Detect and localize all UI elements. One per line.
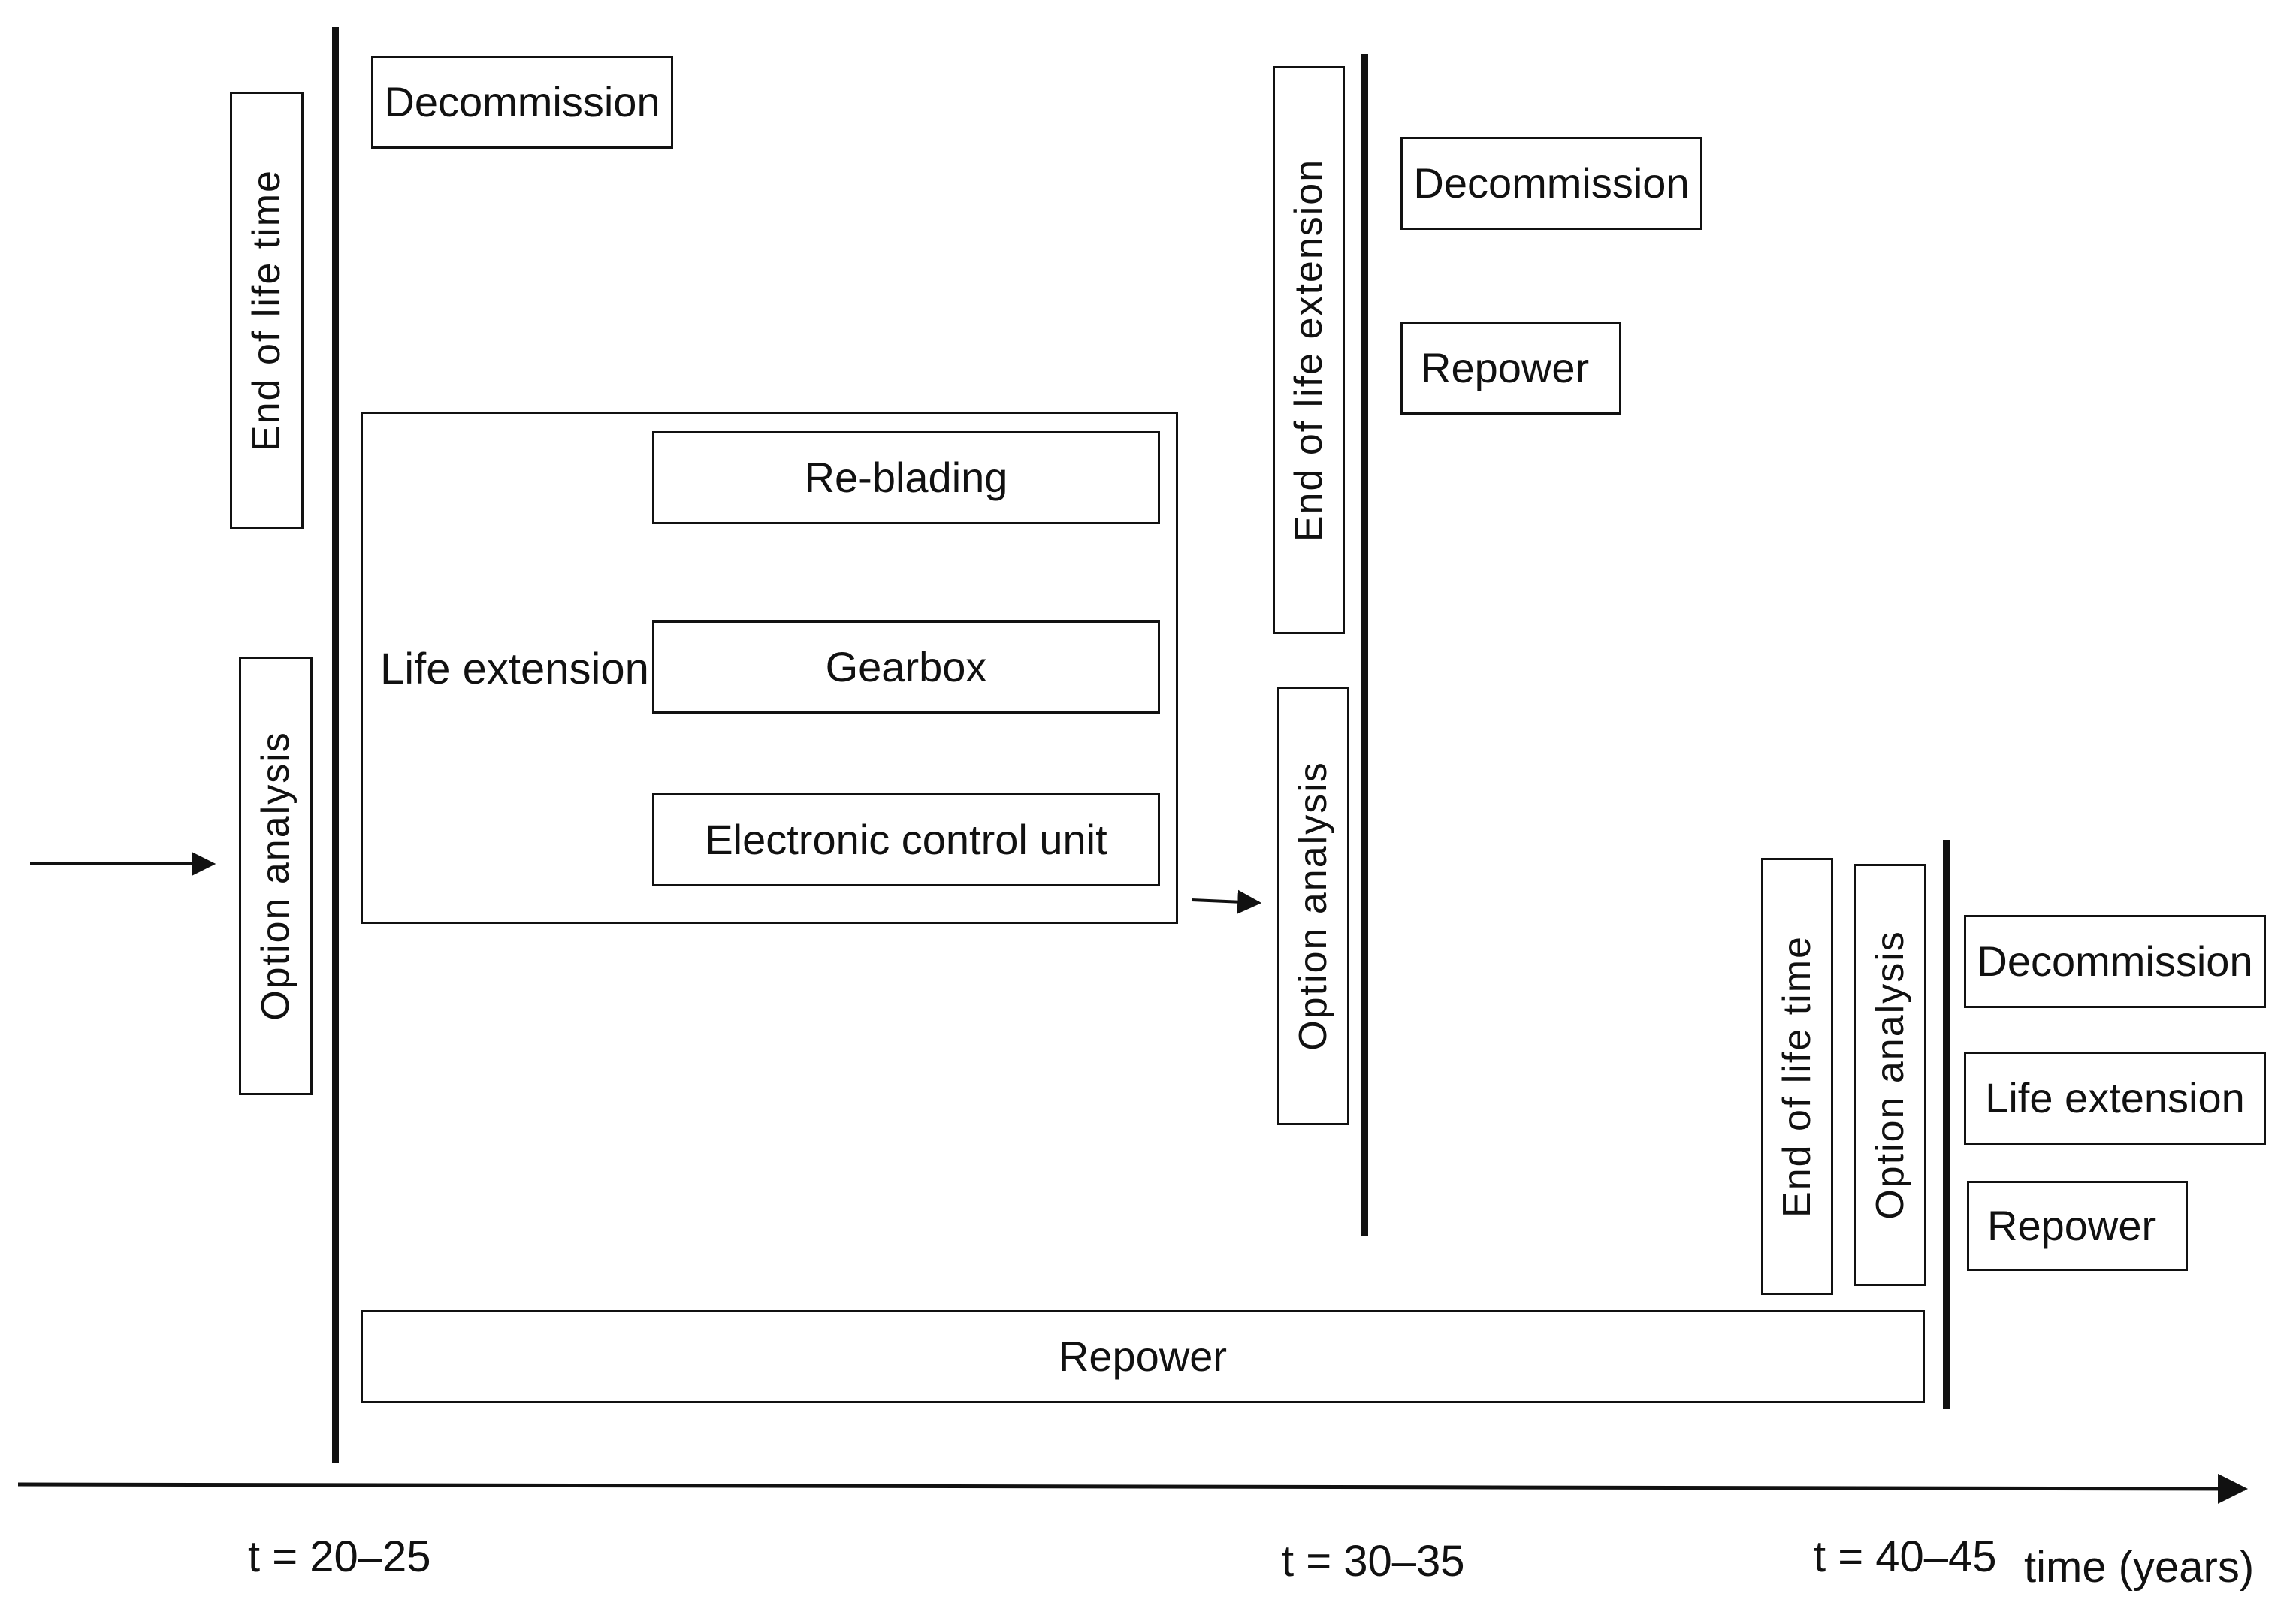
stage1-life-extension-label: Life extension bbox=[380, 645, 649, 693]
stage2-option-analysis-label: Option analysis bbox=[1292, 761, 1335, 1051]
stage2-repower-box: Repower bbox=[1400, 322, 1621, 415]
stage3-time-label: t = 40–45 bbox=[1814, 1532, 1997, 1581]
stage1-option-analysis-label: Option analysis bbox=[254, 731, 298, 1021]
stage2-time-label: t = 30–35 bbox=[1282, 1537, 1465, 1586]
life-extension-to-option-arrow bbox=[1191, 889, 1262, 914]
stage1-end-of-life-label: End of life time bbox=[245, 169, 289, 451]
stage2-end-of-life-box: End of life extension bbox=[1273, 66, 1345, 634]
stage1-electronic-control-unit-box: Electronic control unit bbox=[652, 793, 1160, 886]
stage3-repower-box: Repower bbox=[1967, 1181, 2188, 1271]
stage3-option-analysis-box: Option analysis bbox=[1854, 864, 1926, 1286]
stage3-option-analysis-label: Option analysis bbox=[1869, 930, 1912, 1220]
stage1-decommission-box: Decommission bbox=[371, 56, 673, 149]
stage1-end-of-life-box: End of life time bbox=[230, 92, 304, 529]
stage1-divider-line bbox=[332, 27, 339, 1463]
stage3-decommission-box: Decommission bbox=[1964, 915, 2266, 1008]
stage2-divider-line bbox=[1361, 54, 1368, 1236]
stage2-option-analysis-box: Option analysis bbox=[1277, 687, 1349, 1125]
stage2-end-of-life-label: End of life extension bbox=[1287, 158, 1331, 542]
stage3-end-of-life-label: End of life time bbox=[1775, 935, 1819, 1218]
stage1-reblading-box: Re-blading bbox=[652, 431, 1160, 524]
stage1-gearbox-box: Gearbox bbox=[652, 620, 1160, 714]
stage3-divider-line bbox=[1943, 840, 1950, 1409]
stage1-option-analysis-box: Option analysis bbox=[239, 657, 313, 1095]
time-axis-label: time (years) bbox=[2024, 1543, 2255, 1592]
stage1-life-extension-container bbox=[361, 412, 1178, 924]
stage1-repower-box: Repower bbox=[361, 1310, 1925, 1403]
stage2-decommission-box: Decommission bbox=[1400, 137, 1702, 230]
time-axis bbox=[17, 1473, 2248, 1504]
stage3-life-extension-box: Life extension bbox=[1964, 1052, 2266, 1145]
stage3-end-of-life-box: End of life time bbox=[1761, 858, 1833, 1295]
stage1-time-label: t = 20–25 bbox=[248, 1532, 431, 1581]
